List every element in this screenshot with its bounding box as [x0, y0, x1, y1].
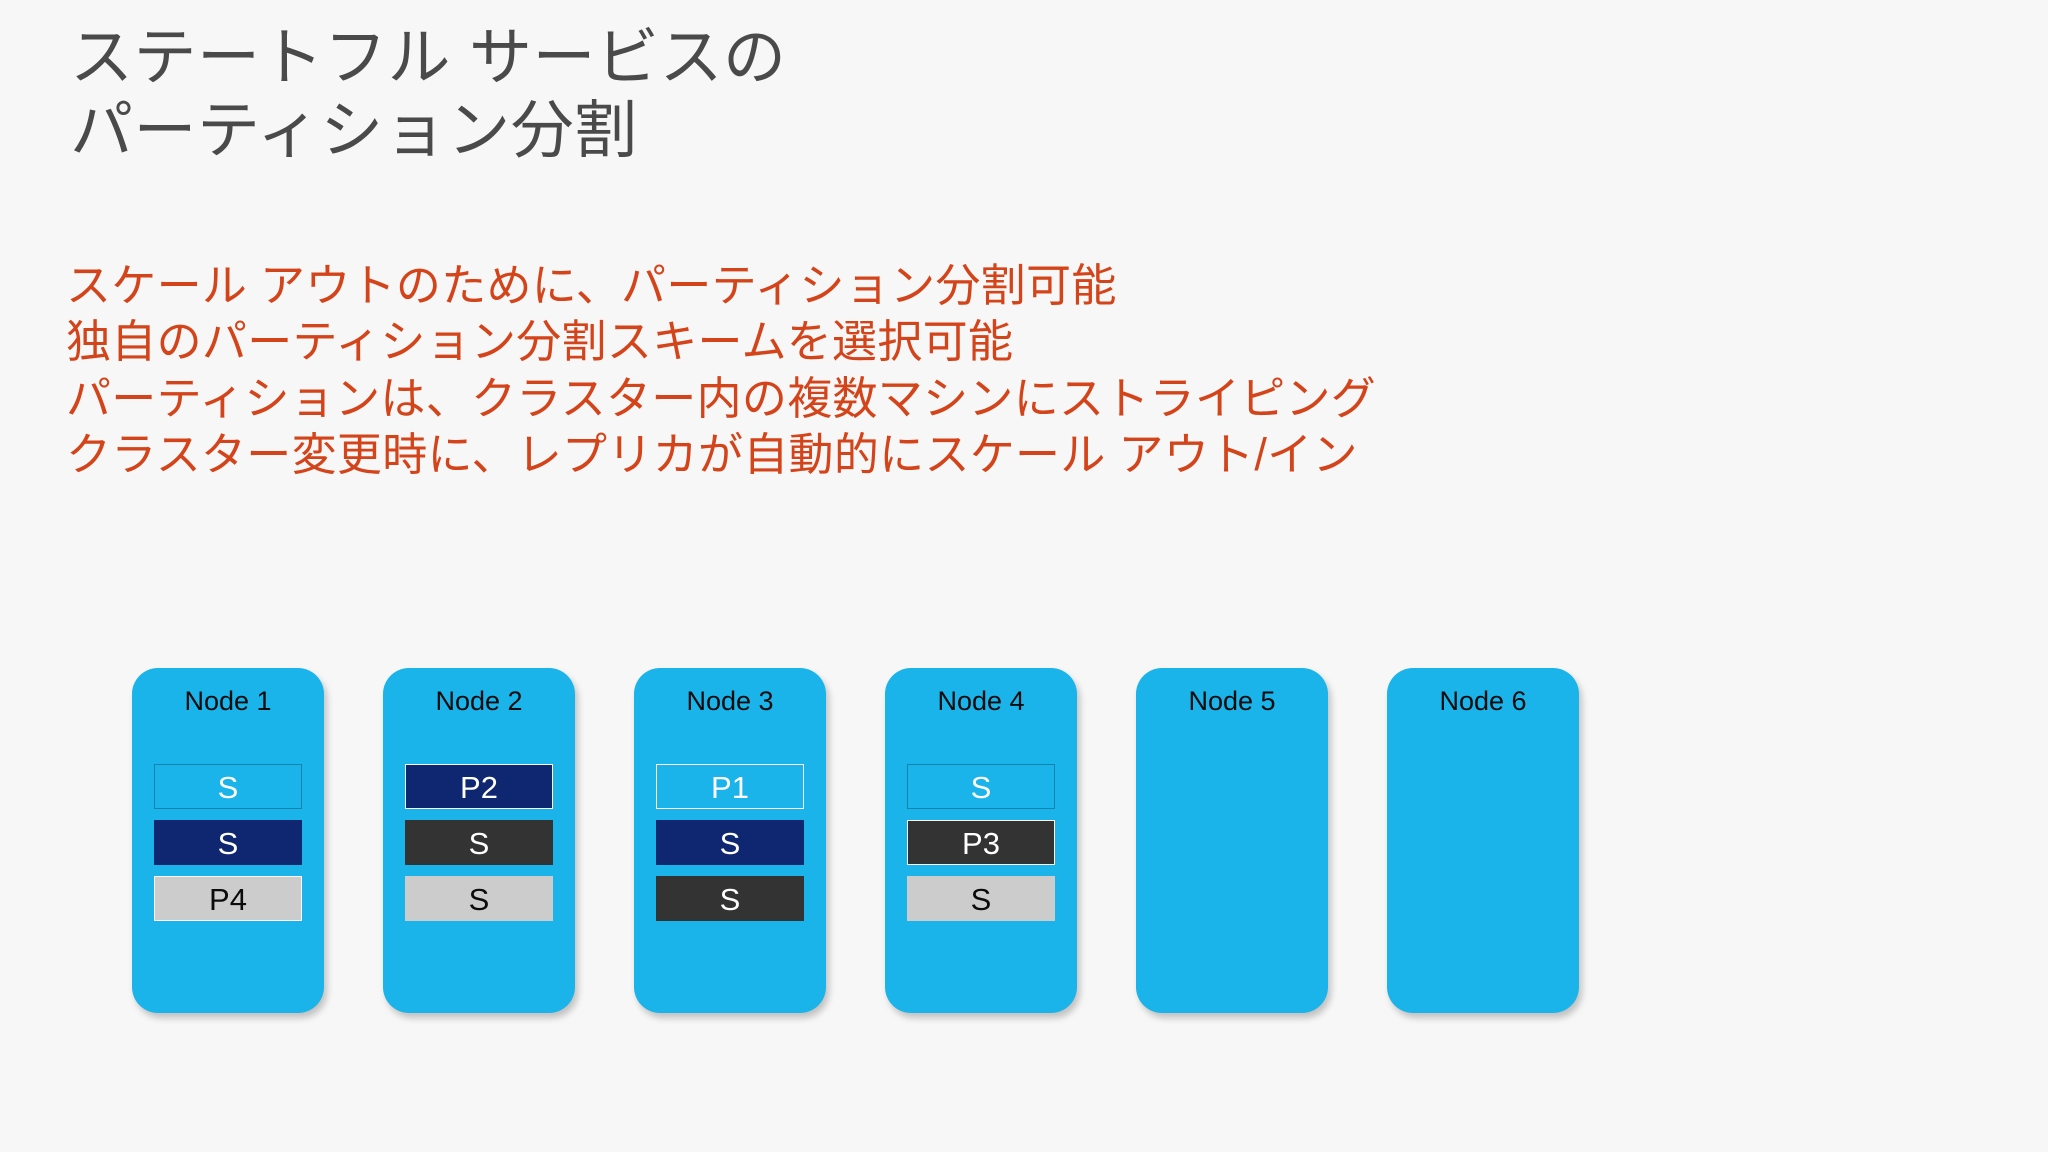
replica-stack: S S P4: [154, 764, 302, 921]
node-title: Node 3: [686, 686, 774, 716]
node-title: Node 2: [435, 686, 523, 716]
node-card-5[interactable]: Node 5: [1136, 668, 1328, 1013]
replica-stack: S P3 S: [907, 764, 1055, 921]
replica-chip[interactable]: S: [154, 764, 302, 809]
node-card-4[interactable]: Node 4 S P3 S: [885, 668, 1077, 1013]
replica-chip[interactable]: P4: [154, 876, 302, 921]
cluster-diagram: Node 1 S S P4 Node 2 P2 S S Node 3 P1 S …: [132, 668, 1579, 1013]
node-title: Node 1: [184, 686, 272, 716]
node-title: Node 5: [1188, 686, 1276, 716]
body-line-2: 独自のパーティション分割スキームを選択可能: [66, 316, 1014, 368]
replica-chip[interactable]: S: [405, 820, 553, 865]
replica-chip[interactable]: P2: [405, 764, 553, 809]
replica-chip[interactable]: P3: [907, 820, 1055, 865]
replica-chip[interactable]: S: [154, 820, 302, 865]
node-title: Node 6: [1439, 686, 1527, 716]
replica-stack: P2 S S: [405, 764, 553, 921]
replica-chip[interactable]: S: [405, 876, 553, 921]
replica-chip[interactable]: P1: [656, 764, 804, 809]
node-card-3[interactable]: Node 3 P1 S S: [634, 668, 826, 1013]
node-card-6[interactable]: Node 6: [1387, 668, 1579, 1013]
replica-stack: P1 S S: [656, 764, 804, 921]
node-card-1[interactable]: Node 1 S S P4: [132, 668, 324, 1013]
body-line-1: スケール アウトのために、パーティション分割可能: [66, 260, 1117, 311]
body-line-4: クラスター変更時に、レプリカが自動的にスケール アウト/イン: [66, 428, 1358, 480]
node-card-2[interactable]: Node 2 P2 S S: [383, 668, 575, 1013]
replica-chip[interactable]: S: [656, 876, 804, 921]
replica-chip[interactable]: S: [907, 876, 1055, 921]
node-title: Node 4: [937, 686, 1025, 716]
replica-chip[interactable]: S: [907, 764, 1055, 809]
replica-chip[interactable]: S: [656, 820, 804, 865]
page-title: ステートフル サービスの パーティション分割: [70, 23, 787, 167]
body-line-3: パーティションは、クラスター内の複数マシンにストライピング: [66, 372, 1377, 424]
body-text-block: スケール アウトのために、パーティション分割可能 独自のパーティション分割スキー…: [66, 258, 1946, 483]
